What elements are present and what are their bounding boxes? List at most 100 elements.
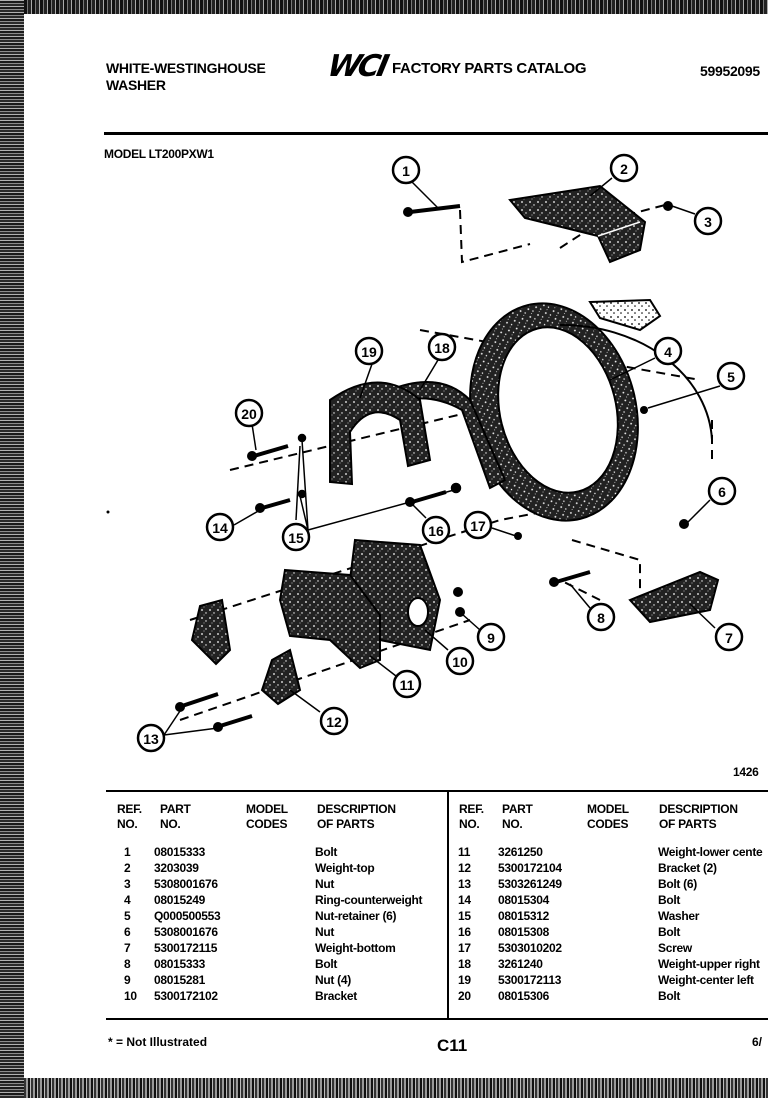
part-no: 3203039 bbox=[154, 861, 199, 875]
part-description: Bolt bbox=[658, 893, 681, 907]
part-description: Nut (4) bbox=[315, 973, 351, 987]
figure-number: 1426 bbox=[733, 765, 759, 779]
part-description: Ring-counterweight bbox=[315, 893, 423, 907]
part-no: 5308001676 bbox=[154, 925, 218, 939]
bolt-part-14 bbox=[255, 498, 291, 513]
part-description: Weight-lower cente bbox=[658, 845, 763, 859]
part-no: 3261250 bbox=[498, 845, 543, 859]
scan-edge-top bbox=[24, 0, 768, 14]
ref-no: 7 bbox=[124, 941, 131, 955]
part-no: 08015312 bbox=[498, 909, 549, 923]
callout-5: 5 bbox=[727, 369, 735, 385]
part-no: 08015306 bbox=[498, 989, 549, 1003]
date-fragment: 6/ bbox=[752, 1035, 763, 1049]
table-divider bbox=[447, 792, 449, 1018]
nut-part-6 bbox=[679, 519, 689, 529]
part-no: 08015308 bbox=[498, 925, 549, 939]
part-no: 08015333 bbox=[154, 845, 205, 859]
part-no: 3261240 bbox=[498, 957, 543, 971]
ref-no: 8 bbox=[124, 957, 131, 971]
callout-15: 15 bbox=[288, 530, 304, 546]
table-row: 1 08015333 Bolt bbox=[118, 844, 768, 860]
part-no: 08015249 bbox=[154, 893, 205, 907]
part-description: Nut-retainer (6) bbox=[315, 909, 397, 923]
header-rule bbox=[104, 132, 768, 135]
ref-no: 12 bbox=[458, 861, 471, 875]
nut-part-9a bbox=[453, 587, 463, 597]
ref-no: 3 bbox=[124, 877, 131, 891]
callout-7: 7 bbox=[725, 630, 733, 646]
table-bottom-rule bbox=[106, 1018, 768, 1020]
part-no: 5303010202 bbox=[498, 941, 562, 955]
part-description: Bolt bbox=[315, 845, 338, 859]
part-no: 08015304 bbox=[498, 893, 549, 907]
bolt-part-20 bbox=[247, 444, 289, 461]
nut-retainer-part-5 bbox=[640, 406, 648, 414]
table-row: 15 08015312 Washer bbox=[458, 908, 768, 924]
part-no: Q000500553 bbox=[154, 909, 221, 923]
part-description: Bolt bbox=[658, 989, 681, 1003]
callout-2: 2 bbox=[620, 161, 628, 177]
callout-1: 1 bbox=[402, 163, 410, 179]
screw-part-17 bbox=[514, 532, 522, 540]
callout-13: 13 bbox=[143, 731, 159, 747]
washer-part-15c bbox=[449, 481, 463, 495]
callout-18: 18 bbox=[434, 340, 450, 356]
ref-no: 16 bbox=[458, 925, 471, 939]
bolt-part-8 bbox=[549, 570, 591, 587]
part-no: 5300172115 bbox=[154, 941, 218, 955]
ref-no: 1 bbox=[124, 845, 131, 859]
catalog-title: FACTORY PARTS CATALOG bbox=[392, 60, 587, 77]
callout-12: 12 bbox=[326, 714, 342, 730]
appliance-type: WASHER bbox=[106, 77, 166, 93]
bracket-part-12 bbox=[260, 648, 302, 706]
part-no: 08015333 bbox=[154, 957, 205, 971]
callout-20: 20 bbox=[241, 406, 257, 422]
callout-3: 3 bbox=[704, 214, 712, 230]
callout-8: 8 bbox=[597, 610, 605, 626]
ref-no: 19 bbox=[458, 973, 471, 987]
catalog-number: 59952095 bbox=[700, 63, 760, 79]
part-description: Weight-top bbox=[315, 861, 375, 875]
weight-top-part-2 bbox=[508, 184, 647, 264]
model-number: MODEL LT200PXW1 bbox=[104, 147, 214, 161]
callout-6: 6 bbox=[718, 484, 726, 500]
bolt-part-1 bbox=[403, 204, 461, 217]
callout-9: 9 bbox=[487, 630, 495, 646]
ref-no: 20 bbox=[458, 989, 471, 1003]
ring-counterweight-part-4 bbox=[469, 298, 713, 522]
not-illustrated-note: * = Not Illustrated bbox=[108, 1035, 208, 1049]
ref-no: 14 bbox=[458, 893, 471, 907]
ref-no: 17 bbox=[458, 941, 471, 955]
callout-19: 19 bbox=[361, 344, 377, 360]
table-row: 11 3261250 Weight-lower cente bbox=[458, 844, 768, 860]
callout-17: 17 bbox=[470, 518, 486, 534]
ref-no: 2 bbox=[124, 861, 131, 875]
ref-no: 4 bbox=[124, 893, 131, 907]
weight-lower-center-part-11 bbox=[278, 568, 381, 670]
ref-no: 15 bbox=[458, 909, 471, 923]
ref-no: 11 bbox=[458, 845, 471, 859]
table-top-rule bbox=[106, 790, 768, 792]
table-row: 2 3203039 Weight-top bbox=[118, 860, 768, 876]
table-row: 16 08015308 Bolt bbox=[458, 924, 768, 940]
part-description: Washer bbox=[658, 909, 700, 923]
part-description: Bolt bbox=[658, 925, 681, 939]
callout-10: 10 bbox=[452, 654, 468, 670]
nut-part-3 bbox=[663, 201, 673, 211]
weight-bottom-part-7 bbox=[628, 570, 720, 624]
ref-no: 6 bbox=[124, 925, 131, 939]
scan-edge-left bbox=[0, 0, 24, 1098]
table-row: 4 08015249 Ring-counterweight bbox=[118, 892, 768, 908]
